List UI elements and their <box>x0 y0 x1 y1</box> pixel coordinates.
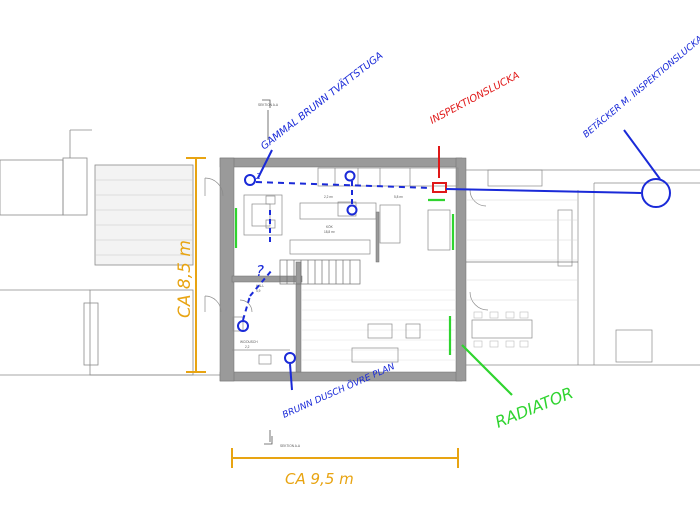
dimension-horizontal <box>231 448 459 468</box>
inspection-hatch-label: INSPEKTIONSLUCKA <box>428 70 521 127</box>
living-room-floor <box>302 289 456 361</box>
section-label-top: SEKTION A-A <box>258 103 279 107</box>
wc-fixtures <box>232 316 290 365</box>
kitchen-fittings <box>243 167 459 255</box>
section-label-bottom: SEKTION A-A <box>280 444 301 448</box>
dimension-vertical <box>186 157 206 373</box>
kitchen-label: KÖK <box>326 225 334 229</box>
door-swings <box>204 177 489 313</box>
hall-label: HALL <box>256 284 264 288</box>
radiator-marks <box>234 198 513 396</box>
question-mark: ? <box>256 262 264 280</box>
question-mark-small: 2 <box>256 172 261 181</box>
well-hatch-label: BETÄCKER M. INSPEKTIONSLUCKA VID TRAPPGR… <box>581 0 700 140</box>
room-a-area: 2,2 m² <box>324 195 333 199</box>
inspection-hatch-mark <box>432 146 447 193</box>
left-annex <box>0 129 220 376</box>
right-terrace <box>466 169 700 366</box>
wc-area: 2,2 <box>245 345 250 349</box>
drain-lines <box>237 129 671 391</box>
house-walls <box>219 157 467 382</box>
dimension-vertical-label: CA 8,5 m <box>175 240 195 318</box>
dimension-horizontal-label: CA 9,5 m <box>285 470 354 488</box>
old-drain-label: GAMMAL BRUNN TVÄTTSTUGA <box>258 49 386 153</box>
kitchen-area: 18,8 m² <box>324 230 335 234</box>
wc-label: WC/DUSCH <box>240 340 258 344</box>
living-room-furniture <box>351 323 421 363</box>
section-markers <box>262 99 273 445</box>
radiator-label: RADIATOR <box>492 383 575 431</box>
wash-area: 4,9 <box>256 289 261 293</box>
room-b-area: 5,8 m² <box>394 195 403 199</box>
staircase <box>279 259 361 285</box>
